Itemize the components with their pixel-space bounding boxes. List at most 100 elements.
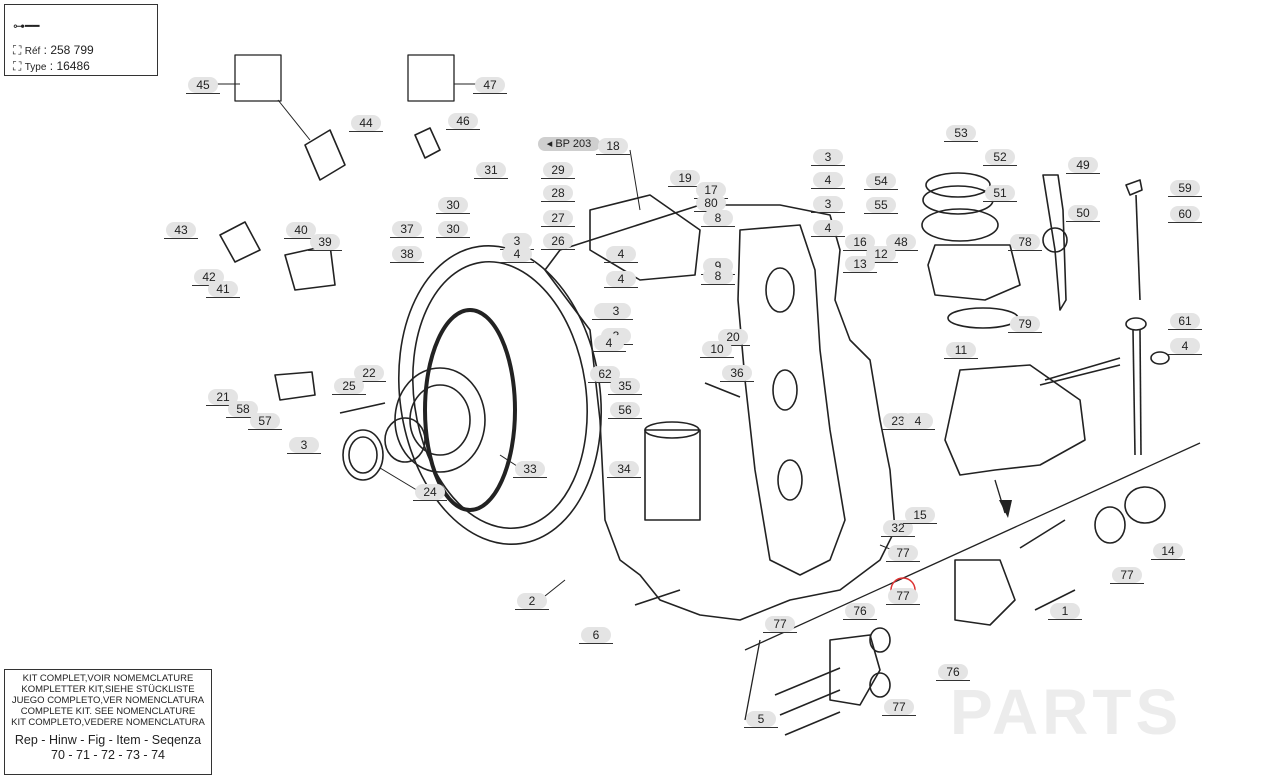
callout-bubble <box>448 113 478 129</box>
callout-label: 48 <box>894 235 908 249</box>
callout-4[interactable]: 4 <box>604 271 638 288</box>
callout-22[interactable]: 22 <box>352 365 386 382</box>
callout-76[interactable]: 76 <box>936 664 970 681</box>
callout-32[interactable]: 32 <box>881 520 915 537</box>
callout-49[interactable]: 49 <box>1066 157 1100 174</box>
callout-52[interactable]: 52 <box>983 149 1017 166</box>
callout-35[interactable]: 35 <box>608 378 642 395</box>
callout-8[interactable]: 8 <box>701 210 735 227</box>
callout-77[interactable]: 77 <box>886 545 920 562</box>
callout-47[interactable]: 47 <box>473 77 507 94</box>
callout-43[interactable]: 43 <box>164 222 198 239</box>
callout-bubble <box>866 197 896 213</box>
callout-label: 77 <box>773 617 787 631</box>
callout-50[interactable]: 50 <box>1066 205 1100 222</box>
tool-icon: ⊶━━ <box>13 19 40 33</box>
callout-5[interactable]: 5 <box>744 711 778 728</box>
callout-54[interactable]: 54 <box>864 173 898 190</box>
callout-44[interactable]: 44 <box>349 115 383 132</box>
callout-59[interactable]: 59 <box>1168 180 1202 197</box>
callout-15[interactable]: 15 <box>903 507 937 524</box>
callout-4[interactable]: 4 <box>592 335 626 352</box>
callout-11[interactable]: 11 <box>944 342 978 359</box>
callout-19[interactable]: 19 <box>668 170 702 187</box>
callout-12[interactable]: 12 <box>864 246 898 263</box>
callout-30[interactable]: 30 <box>436 197 470 214</box>
callout-26[interactable]: 26 <box>541 233 575 250</box>
callout-38[interactable]: 38 <box>390 246 424 263</box>
callout-3[interactable]: 3 <box>811 196 845 213</box>
callout-29[interactable]: 29 <box>541 162 575 179</box>
callout-3[interactable]: 3 <box>811 149 845 166</box>
callout-3[interactable]: 3 <box>599 303 633 320</box>
callout-bubble <box>415 484 445 500</box>
callout-label: 4 <box>824 221 832 235</box>
callout-36[interactable]: 36 <box>720 365 754 382</box>
callout-18[interactable]: 18 <box>596 138 630 155</box>
callout-33[interactable]: 33 <box>513 461 547 478</box>
callout-41[interactable]: 41 <box>206 281 240 298</box>
callout-8[interactable]: 8 <box>701 268 735 285</box>
callout-3[interactable]: 3 <box>287 437 321 454</box>
callout-80[interactable]: 80 <box>694 195 728 212</box>
callout-56[interactable]: 56 <box>608 402 642 419</box>
callout-77[interactable]: 77 <box>1110 567 1144 584</box>
callout-label: 3 <box>513 234 521 248</box>
callout-61[interactable]: 61 <box>1168 313 1202 330</box>
callout-51[interactable]: 51 <box>983 185 1017 202</box>
callout-4[interactable]: 4 <box>811 172 845 189</box>
callout-14[interactable]: 14 <box>1151 543 1185 560</box>
callout-55[interactable]: 55 <box>864 197 898 214</box>
callout-4[interactable]: 4 <box>604 246 638 263</box>
callout-label: 27 <box>551 211 565 225</box>
callout-16[interactable]: 16 <box>843 234 877 251</box>
callout-underline <box>446 129 480 130</box>
callout-77[interactable]: 77 <box>763 616 797 633</box>
callout-underline <box>1151 559 1185 560</box>
callout-27[interactable]: 27 <box>541 210 575 227</box>
callout-34[interactable]: 34 <box>607 461 641 478</box>
callout-79[interactable]: 79 <box>1008 316 1042 333</box>
callout-25[interactable]: 25 <box>332 378 366 395</box>
callout-76[interactable]: 76 <box>843 603 877 620</box>
callout-46[interactable]: 46 <box>446 113 480 130</box>
callout-45[interactable]: 45 <box>186 77 220 94</box>
callout-4[interactable]: 4 <box>811 220 845 237</box>
type-icon: ⛶ <box>13 59 25 73</box>
callout-57[interactable]: 57 <box>248 413 282 430</box>
callout-label: 49 <box>1076 158 1090 172</box>
callout-24[interactable]: 24 <box>413 484 447 501</box>
callout-58[interactable]: 58 <box>226 401 260 418</box>
callout-underline <box>744 727 778 728</box>
callout-label: 29 <box>551 163 565 177</box>
callout-77[interactable]: 77 <box>882 699 916 716</box>
callout-label: 61 <box>1178 314 1192 328</box>
callout-4[interactable]: 4 <box>500 246 534 263</box>
callout-6[interactable]: 6 <box>579 627 613 644</box>
callout-21[interactable]: 21 <box>206 389 240 406</box>
callout-label: 4 <box>617 272 625 286</box>
callout-bubble <box>985 185 1015 201</box>
callout-31[interactable]: 31 <box>474 162 508 179</box>
callout-53[interactable]: 53 <box>944 125 978 142</box>
callout-label: 58 <box>236 402 250 416</box>
callout-37[interactable]: 37 <box>390 221 424 238</box>
callout-bubble <box>392 246 422 262</box>
callout-label: 34 <box>617 462 631 476</box>
callout-label: 4 <box>1181 339 1189 353</box>
callout-10[interactable]: 10 <box>700 341 734 358</box>
callout-62[interactable]: 62 <box>588 366 622 383</box>
callout-39[interactable]: 39 <box>308 234 342 251</box>
callout-48[interactable]: 48 <box>884 234 918 251</box>
callout-28[interactable]: 28 <box>541 185 575 202</box>
callout-4[interactable]: 4 <box>901 413 935 430</box>
callout-78[interactable]: 78 <box>1008 234 1042 251</box>
callout-40[interactable]: 40 <box>284 222 318 239</box>
callout-1[interactable]: 1 <box>1048 603 1082 620</box>
callout-60[interactable]: 60 <box>1168 206 1202 223</box>
callout-4[interactable]: 4 <box>1168 338 1202 355</box>
callout-2[interactable]: 2 <box>515 593 549 610</box>
callout-30[interactable]: 30 <box>436 221 470 238</box>
callout-13[interactable]: 13 <box>843 256 877 273</box>
callout-77[interactable]: 77 <box>886 588 920 605</box>
